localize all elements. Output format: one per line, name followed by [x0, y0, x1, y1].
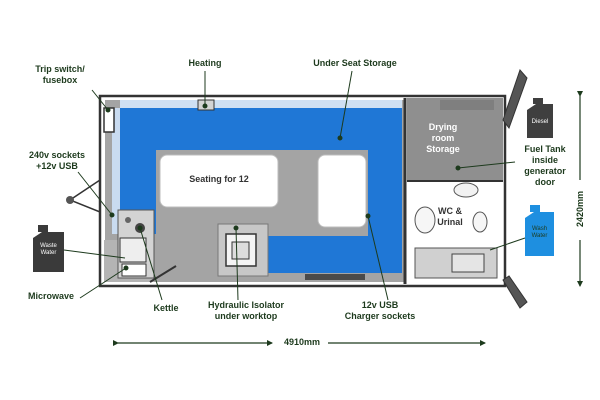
- diesel-can-text: Diesel: [531, 119, 549, 125]
- under-seat-storage-label: Under Seat Storage: [313, 58, 397, 68]
- hydraulic-isolator-label: Hydraulic Isolator under worktop: [207, 300, 285, 321]
- microwave-label: Microwave: [28, 291, 75, 301]
- floor-mat: [305, 274, 365, 280]
- entry-door: [149, 265, 177, 283]
- kitchen-unit: [117, 209, 155, 279]
- wc-door: [502, 275, 528, 309]
- sink: [453, 182, 479, 198]
- isolator-box: [225, 233, 257, 267]
- waste-water-can-icon: [33, 225, 64, 272]
- fuel-tank-label: Fuel Tank inside generator door: [524, 144, 566, 187]
- width-dimension: 2420mm: [575, 190, 585, 228]
- toilet: [414, 206, 436, 234]
- kettle-label: Kettle: [153, 303, 179, 313]
- dimension-lines: [113, 91, 583, 346]
- drying-room: [407, 98, 503, 180]
- table-left: [159, 154, 279, 208]
- heating-label: Heating: [188, 58, 222, 68]
- wash-water-can-text: Wash Water: [531, 226, 548, 239]
- generator-door: [502, 69, 528, 130]
- waste-water-can-text: Waste Water: [40, 243, 57, 256]
- wc-text: WC & Urinal: [437, 206, 463, 227]
- tow-hitch: [66, 178, 101, 214]
- leader-lines: [63, 70, 526, 301]
- seating-text: Seating for 12: [189, 174, 249, 184]
- seating-area: [112, 100, 402, 273]
- trip-switch-label: Trip switch/ fusebox: [35, 64, 85, 85]
- table-right: [317, 154, 367, 228]
- urinal: [472, 211, 488, 233]
- wash-water-can-icon: [525, 205, 554, 256]
- sockets-240v-label: 240v sockets +12v USB: [28, 150, 86, 171]
- usb-12v-label: 12v USB Charger sockets: [344, 300, 416, 321]
- diesel-can-icon: [527, 98, 553, 138]
- drying-room-text: Drying room Storage: [426, 122, 460, 154]
- length-dimension: 4910mm: [283, 337, 321, 347]
